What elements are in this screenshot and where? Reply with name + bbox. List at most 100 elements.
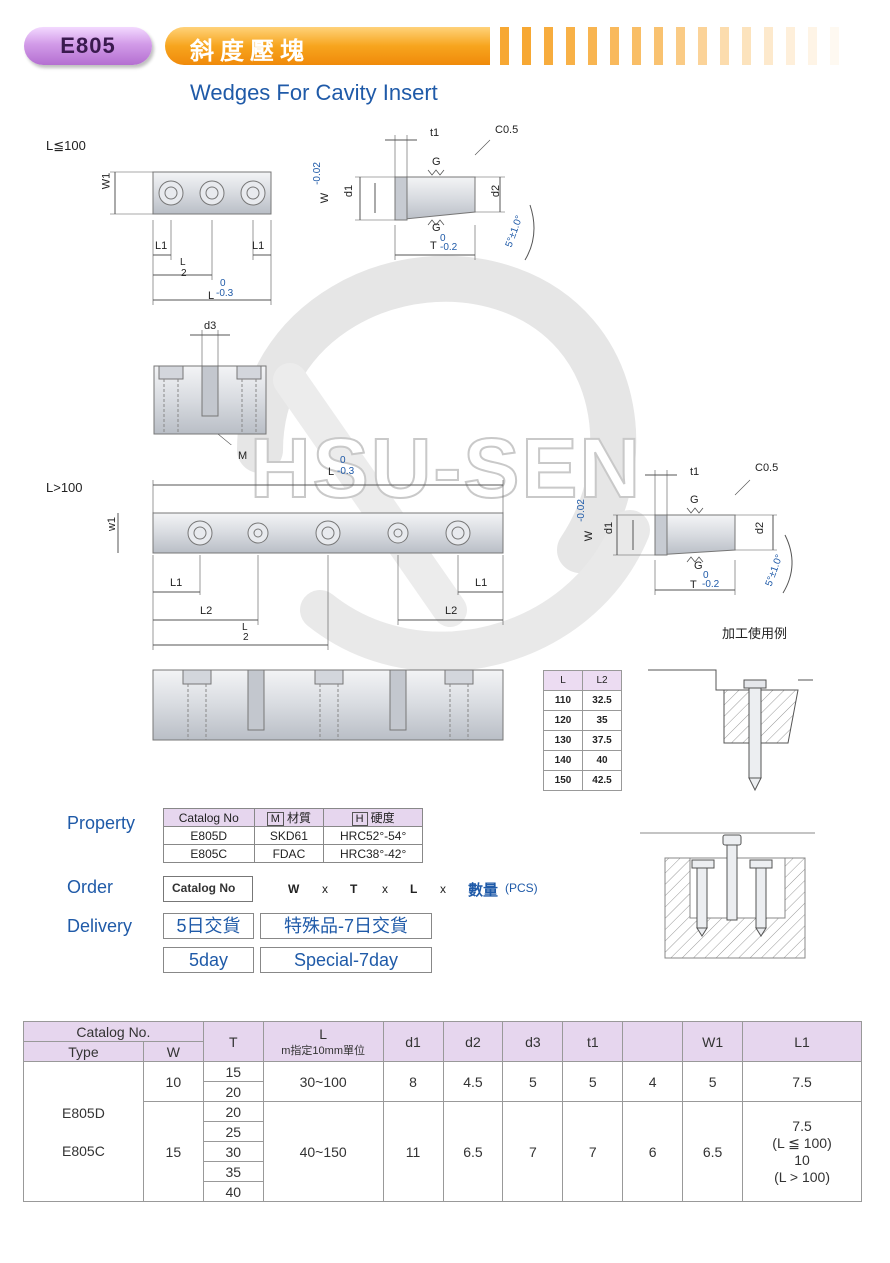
l2-cell: 110 <box>543 690 583 711</box>
dim-C05: C0.5 <box>495 124 519 136</box>
spec-col-W1: W1 <box>682 1021 744 1062</box>
spec-cell: 30 <box>202 1141 264 1162</box>
dim-L1: L1 <box>155 240 168 252</box>
spec-cell: 8 <box>382 1061 444 1102</box>
order-catalog-box: Catalog No <box>163 876 253 902</box>
property-cell: SKD61 <box>253 826 325 845</box>
spec-col-blank <box>622 1021 684 1062</box>
spec-cell: 40 <box>202 1181 264 1202</box>
delivery-special-en: Special-7day <box>260 947 432 973</box>
dim-C05: C0.5 <box>755 462 779 474</box>
spec-type-E805C: E805C <box>62 1142 105 1159</box>
dim-L-half-num: L <box>242 622 248 633</box>
l2-cell: 150 <box>543 770 583 791</box>
spec-cell: 15 <box>202 1061 264 1082</box>
dim-T: T <box>690 579 697 591</box>
spec-cell: 5 <box>682 1061 744 1102</box>
dim-L-half-num: L <box>180 257 186 268</box>
top-view-short <box>110 171 272 305</box>
usage-example-drawing <box>648 669 813 792</box>
dim-d2: d2 <box>490 184 503 198</box>
header-stripe <box>632 27 641 65</box>
spec-cell: 15 <box>142 1101 204 1202</box>
delivery-section-title: Delivery <box>67 916 133 936</box>
property-cell: FDAC <box>253 844 325 863</box>
order-unit: (PCS) <box>505 881 538 895</box>
spec-col-d1: d1 <box>382 1021 444 1062</box>
dim-L-half-den: 2 <box>243 632 249 643</box>
l2-cell: 35 <box>582 710 622 731</box>
header-stripe <box>544 27 553 65</box>
section-view-short <box>153 330 267 445</box>
usage-example-label: 加工使用例 <box>722 626 788 641</box>
condition-short: L≦100 <box>46 138 86 153</box>
property-cell: E805D <box>163 826 255 845</box>
delivery-standard-zh: 5日交貨 <box>163 913 254 939</box>
delivery-standard-en: 5day <box>163 947 254 973</box>
order-token: x <box>440 882 446 896</box>
watermark-text: HSU-SEN <box>249 420 643 516</box>
spec-cell: 6 <box>622 1101 684 1202</box>
spec-L1-value: 10 <box>794 1151 810 1168</box>
spec-cell: 4.5 <box>442 1061 504 1102</box>
dim-T-tol-upper: 0 <box>703 570 709 581</box>
spec-cell: 7.5 <box>742 1061 862 1102</box>
l2-cell: 140 <box>543 750 583 771</box>
dim-L: L <box>328 466 335 478</box>
delivery-special-zh: 特殊品-7日交貨 <box>260 913 432 939</box>
spec-L1-cond: (L ≦ 100) <box>772 1134 832 1151</box>
header-stripe <box>808 27 817 65</box>
dim-T-tol-lower: -0.2 <box>440 242 458 253</box>
hardness-tag: H <box>351 812 368 826</box>
header-stripe <box>588 27 597 65</box>
l2-cell: 40 <box>582 750 622 771</box>
header-stripe <box>830 27 839 65</box>
header-stripe <box>654 27 663 65</box>
l2-col-L: L <box>543 670 583 691</box>
dim-T: T <box>430 240 437 252</box>
order-token: T <box>350 882 358 896</box>
side-view-short <box>355 135 535 261</box>
spec-cell: 6.5 <box>682 1101 744 1202</box>
section-view-long <box>152 669 504 741</box>
l2-col-L2: L2 <box>582 670 622 691</box>
spec-col-L-sub: m指定10mm單位 <box>281 1044 365 1057</box>
property-cell: HRC38°-42° <box>323 844 423 863</box>
header-stripe <box>500 27 509 65</box>
dim-M: M <box>238 450 248 462</box>
dim-G: G <box>432 156 441 168</box>
dim-t1: t1 <box>430 127 440 139</box>
spec-cell: 4 <box>622 1061 684 1102</box>
header-stripe <box>522 27 531 65</box>
dim-T-tol-lower: -0.2 <box>702 579 720 590</box>
title-bar <box>165 27 490 65</box>
order-token: L <box>410 882 418 896</box>
dim-d1: d1 <box>603 521 616 535</box>
dim-L2: L2 <box>445 605 458 617</box>
spec-col-t1: t1 <box>562 1021 624 1062</box>
property-col-catalog: Catalog No <box>163 808 255 827</box>
dim-W1: W1 <box>100 172 113 190</box>
dim-L-half-den: 2 <box>181 268 187 279</box>
dim-G: G <box>694 560 703 572</box>
spec-L1-cond: (L > 100) <box>774 1168 830 1185</box>
spec-col-L1: L1 <box>742 1021 862 1062</box>
property-cell: HRC52°-54° <box>323 826 423 845</box>
dim-L-tol-lower: -0.3 <box>337 466 355 477</box>
spec-cell: 11 <box>382 1101 444 1202</box>
dim-L2: L2 <box>200 605 213 617</box>
table-row: 25 <box>24 1121 862 1142</box>
dim-W: W <box>319 192 332 204</box>
l2-cell: 120 <box>543 710 583 731</box>
dim-W-tol: -0.02 <box>311 162 323 185</box>
dim-W-tol: -0.02 <box>575 499 587 522</box>
table-row: 40 <box>24 1181 862 1202</box>
